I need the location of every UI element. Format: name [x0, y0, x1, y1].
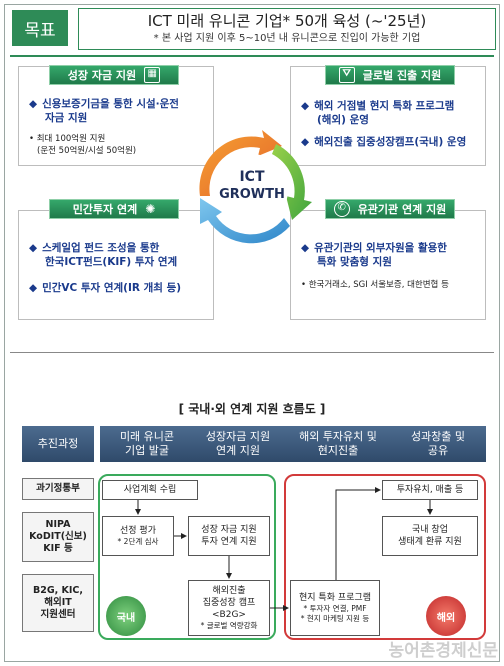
sub-item: • 한국거래소, SGI 서울보증, 대한변협 등: [301, 280, 449, 290]
section-divider: [10, 352, 494, 353]
header-divider: [10, 55, 494, 57]
agency-b2g: B2G, KIC, 해외IT 지원센터: [22, 574, 94, 632]
panel-header-growth-funding: 성장 자금 지원 ▦: [49, 65, 179, 85]
bullet-item: ◆해외 거점별 현지 특화 프로그램: [301, 100, 455, 112]
panel-body-related-agencies: ◆유관기관의 외부자원을 활용한 특화 맞춤형 지원 • 한국거래소, SGI …: [301, 241, 485, 291]
bullet-item: ◆신용보증기금을 통한 시설·운전: [29, 98, 179, 110]
agency-nipa: NIPA KoDIT(신보) KIF 등: [22, 512, 94, 562]
bullet-item: ◆해외진출 집중성장캠프(국내) 운영: [301, 136, 467, 148]
panel-global-expansion: ⛛ 글로벌 진출 지원 ◆해외 거점별 현지 특화 프로그램 (해외) 운영 ◆…: [290, 65, 486, 166]
ict-growth-label: ICT GROWTH: [206, 168, 298, 204]
domestic-badge: 국내: [106, 596, 146, 636]
panel-header-related-agencies: ✆ 유관기관 연계 지원: [325, 199, 455, 219]
bullet-item-cont: (해외) 운영: [317, 114, 369, 126]
sub-item: • 최대 100억원 지원: [29, 134, 106, 144]
panel-title-related-agencies: 유관기관 연계 지원: [357, 203, 447, 216]
cycle-arrow-blue: [200, 198, 290, 244]
arrow-local-to-invest: [335, 487, 381, 580]
domestic-region: [98, 474, 276, 640]
bullet-item: ◆스케일업 펀드 조성을 통한: [29, 242, 160, 254]
bullet-item: ◆유관기관의 외부자원을 활용한: [301, 242, 447, 254]
ict-growth-line1: ICT: [239, 169, 265, 185]
panel-body-global-expansion: ◆해외 거점별 현지 특화 프로그램 (해외) 운영 ◆해외진출 집중성장캠프(…: [301, 99, 485, 149]
panel-private-investment: 민간투자 연계 ✺ ◆스케일업 펀드 조성을 통한 한국ICT펀드(KIF) 투…: [18, 199, 214, 320]
road-icon: ⛛: [338, 67, 355, 83]
bullet-item-cont: 자금 지원: [45, 112, 88, 124]
box-local-program: 현지 특화 프로그램 * 투자자 연결, PMF * 현지 마케팅 지원 등: [290, 580, 380, 636]
sub-item-cont: (운전 50억원/시설 50억원): [37, 146, 137, 156]
bullet-item-cont: 특화 맞춤형 지원: [317, 256, 392, 268]
ict-growth-line2: GROWTH: [219, 187, 285, 202]
overseas-badge: 해외: [426, 596, 466, 636]
panel-title-private-investment: 민간투자 연계: [72, 203, 138, 216]
cycle-arrow-orange: [199, 130, 282, 196]
goal-box: ICT 미래 유니콘 기업* 50개 육성 (~'25년) * 본 사업 지원 …: [78, 8, 496, 50]
goal-title: ICT 미래 유니콘 기업* 50개 육성 (~'25년): [147, 12, 427, 30]
box-business-plan: 사업계획 수립: [102, 480, 198, 500]
panel-body-growth-funding: ◆신용보증기금을 통한 시설·운전 자금 지원 • 최대 100억원 지원 (운…: [29, 97, 209, 157]
newspaper-watermark: 농어촌경제신문: [388, 641, 498, 661]
bullet-item-cont: 한국ICT펀드(KIF) 투자 연계: [45, 256, 178, 268]
stage-bar: [100, 426, 486, 462]
agency-msit: 과기정통부: [22, 478, 94, 500]
panel-growth-funding: 성장 자금 지원 ▦ ◆신용보증기금을 통한 시설·운전 자금 지원 • 최대 …: [18, 65, 214, 166]
panel-header-global-expansion: ⛛ 글로벌 진출 지원: [325, 65, 455, 85]
goal-tag: 목표: [12, 10, 68, 46]
chat-bubble-icon: ✆: [333, 201, 350, 217]
box-selection: 선정 평가* 2단계 심사: [102, 516, 174, 556]
cycle-arrow-green: [272, 144, 312, 220]
flow-title: [ 국내·외 연계 지원 흐름도 ]: [178, 402, 326, 416]
bullet-item: ◆민간VC 투자 연계(IR 개최 등): [29, 282, 182, 294]
goal-subtitle: * 본 사업 지원 이후 5~10년 내 유니콘으로 진입이 가능한 기업: [153, 33, 421, 44]
overseas-region: [284, 474, 486, 640]
panel-body-private-investment: ◆스케일업 펀드 조성을 통한 한국ICT펀드(KIF) 투자 연계 ◆민간VC…: [29, 241, 213, 295]
panel-header-private-investment: 민간투자 연계 ✺: [49, 199, 179, 219]
panel-title-growth-funding: 성장 자금 지원: [67, 69, 137, 82]
process-label: 추진과정: [22, 426, 94, 462]
calculator-money-icon: ▦: [144, 67, 161, 83]
panel-title-global-expansion: 글로벌 진출 지원: [362, 69, 442, 82]
growth-cycle-graphic: [199, 130, 312, 244]
box-investment: 투자유치, 매출 등: [382, 480, 478, 500]
outer-frame: [4, 4, 500, 662]
network-icon: ✺: [145, 202, 156, 216]
panel-related-agencies: ✆ 유관기관 연계 지원 ◆유관기관의 외부자원을 활용한 특화 맞춤형 지원 …: [290, 199, 486, 320]
